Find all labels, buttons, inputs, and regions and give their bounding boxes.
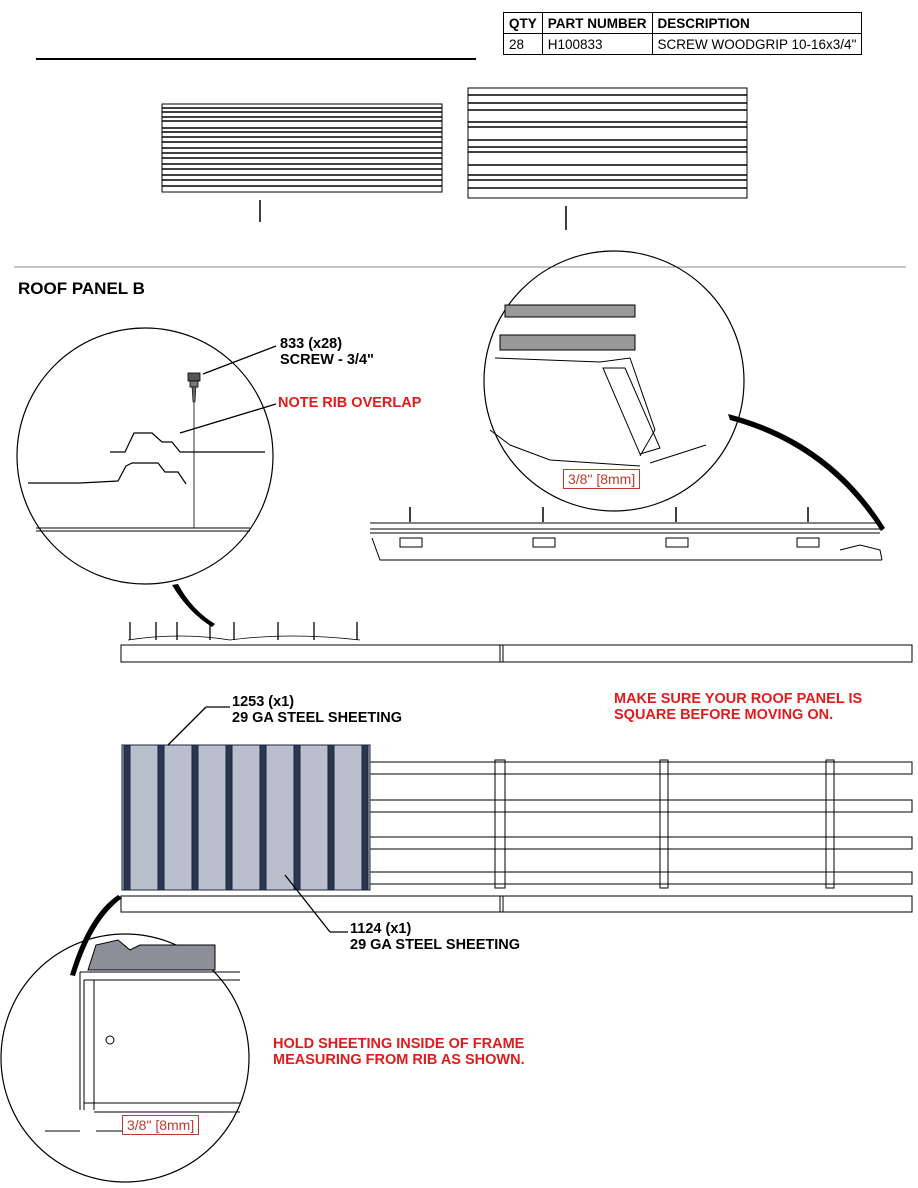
hold-note-line-2: MEASURING FROM RIB AS SHOWN.: [273, 1052, 525, 1068]
frame-side-view: [370, 507, 883, 561]
detail-arrow-screw: [172, 584, 215, 627]
sheet1-desc-label: 29 GA STEEL SHEETING: [232, 710, 403, 726]
sheet2-qty-label: 1124 (x1): [350, 921, 412, 937]
screw-qty-label: 833 (x28): [280, 336, 343, 352]
qty-header: QTY: [503, 12, 543, 34]
section-title: ROOF PANEL B: [18, 279, 145, 298]
hold-sheeting-note: HOLD SHEETING INSIDE OF FRAME MEASURING …: [273, 1036, 525, 1068]
long-rail-top: [120, 622, 913, 663]
previous-panel-left: [161, 103, 443, 222]
dimension-label-top: 3/8" [8mm]: [563, 469, 641, 489]
detail-circle-corner: [0, 933, 250, 1183]
description-cell: SCREW WOODGRIP 10-16x3/4": [651, 33, 863, 55]
detail-circle-screw: [16, 327, 277, 585]
table-row: 28 H100833 SCREW WOODGRIP 10-16x3/4": [503, 33, 863, 55]
sheeting-1124-callout: 1124 (x1) 29 GA STEEL SHEETING: [350, 921, 520, 953]
sheeting-1253-callout: 1253 (x1) 29 GA STEEL SHEETING: [232, 694, 402, 726]
square-warning: MAKE SURE YOUR ROOF PANEL IS SQUARE BEFO…: [614, 691, 862, 723]
qty-cell: 28: [503, 33, 543, 55]
screw-desc-label: SCREW - 3/4": [280, 352, 374, 368]
rib-overlap-note: NOTE RIB OVERLAP: [278, 395, 422, 411]
previous-panel-right: [467, 87, 748, 230]
dimension-label-bottom: 3/8" [8mm]: [122, 1115, 200, 1135]
sheeting-leaders: [167, 706, 348, 933]
square-note-line-2: SQUARE BEFORE MOVING ON.: [614, 707, 834, 723]
square-note-line-1: MAKE SURE YOUR ROOF PANEL IS: [614, 691, 863, 707]
detail-arrow-edge: [728, 414, 885, 531]
hold-note-line-1: HOLD SHEETING INSIDE OF FRAME: [273, 1036, 525, 1052]
detail-circle-edge: [483, 250, 745, 512]
detail-arrow-corner: [70, 895, 122, 976]
steel-sheeting: [121, 744, 371, 891]
part-number-cell: H100833: [541, 33, 653, 55]
sheet2-desc-label: 29 GA STEEL SHEETING: [350, 937, 521, 953]
sheet1-qty-label: 1253 (x1): [232, 694, 295, 710]
parts-table: QTY PART NUMBER DESCRIPTION 28 H100833 S…: [503, 12, 863, 55]
screw-callout: 833 (x28) SCREW - 3/4": [280, 336, 374, 368]
